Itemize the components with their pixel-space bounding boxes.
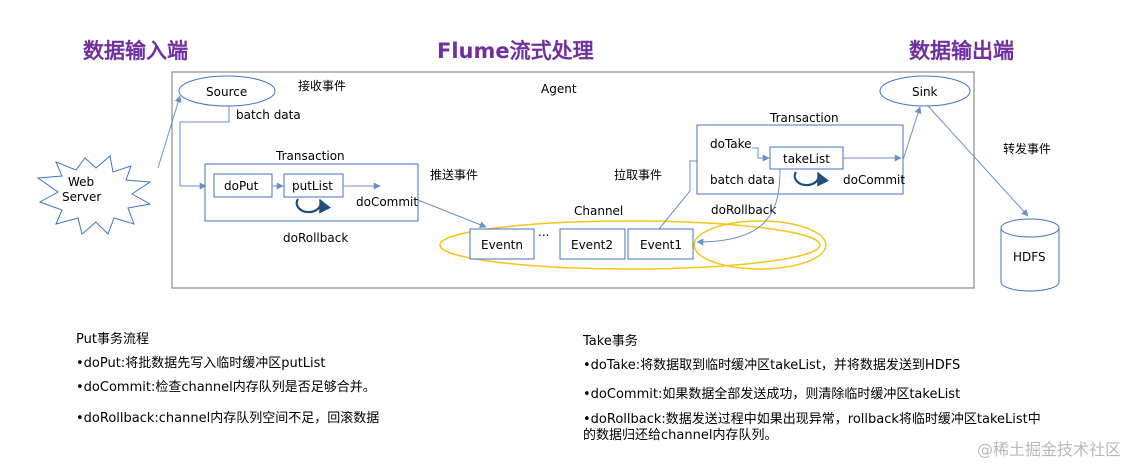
agent-label: Agent bbox=[541, 82, 577, 96]
put-notes-title: Put事务流程 bbox=[76, 332, 149, 347]
putlist-label: putList bbox=[292, 179, 333, 193]
watermark: @稀土掘金技术社区 bbox=[976, 440, 1121, 459]
channel-head-ellipse bbox=[693, 220, 827, 270]
batch-data-label-1: batch data bbox=[236, 108, 301, 122]
push-event-label: 推送事件 bbox=[430, 167, 478, 182]
batch-data-label-2: batch data bbox=[710, 173, 775, 187]
event1-box bbox=[627, 228, 694, 260]
take-notes-dotake: •doTake:将数据取到临时缓冲区takeList，并将数据发送到HDFS bbox=[583, 358, 961, 373]
take-notes-dorollback: •doRollback:数据发送过程中如果出现异常，rollback将临时缓冲区… bbox=[583, 412, 1041, 444]
docommit-label-2: doCommit bbox=[843, 173, 905, 187]
put-notes-docommit: •doCommit:检查channel内存队列是否足够合并。 bbox=[76, 380, 376, 395]
take-transaction-notes: Take事务 •doTake:将数据取到临时缓冲区takeList，并将数据发送… bbox=[583, 334, 1041, 443]
put-notes-dorollback: •doRollback:channel内存队列空间不足，回滚数据 bbox=[76, 411, 380, 426]
receive-event-label: 接收事件 bbox=[298, 78, 346, 93]
docommit-label-1: doCommit bbox=[356, 195, 418, 209]
web-to-source-arrow bbox=[157, 95, 182, 169]
web-server-label-line1: Web bbox=[68, 175, 94, 189]
put-notes-doput: •doPut:将批数据先写入临时缓冲区putList bbox=[76, 356, 326, 371]
dotake-arrow bbox=[752, 147, 770, 162]
source-label: Source bbox=[206, 85, 247, 99]
takelist-label: takeList bbox=[783, 152, 830, 166]
event1-label: Event1 bbox=[640, 238, 682, 252]
event2-label: Event2 bbox=[571, 238, 613, 252]
source-node bbox=[178, 75, 276, 107]
heading-flume: Flume流式处理 bbox=[437, 39, 594, 63]
heading-output: 数据输出端 bbox=[909, 39, 1014, 63]
pull-event-label: 拉取事件 bbox=[614, 167, 662, 182]
take-notes-title: Take事务 bbox=[583, 334, 638, 349]
channel-label: Channel bbox=[574, 204, 623, 218]
take-transaction-label: Transaction bbox=[769, 111, 839, 125]
take-notes-docommit: •doCommit:如果数据全部发送成功，则清除临时缓冲区takeList bbox=[583, 387, 961, 402]
sink-node bbox=[879, 75, 971, 107]
web-server-label-line2: Server bbox=[62, 190, 101, 204]
putlist-cycle-icon bbox=[295, 198, 332, 214]
doput-label: doPut bbox=[224, 179, 259, 193]
rollback-to-channel-arrow bbox=[696, 168, 781, 246]
event2-box bbox=[559, 228, 626, 260]
source-to-doput-arrow bbox=[179, 106, 230, 190]
event-n-label: Eventn bbox=[481, 238, 523, 252]
hdfs-cylinder-icon bbox=[1000, 218, 1060, 292]
push-to-channel-arrow bbox=[417, 199, 487, 228]
agent-box bbox=[171, 71, 975, 289]
takelist-cycle-icon bbox=[793, 171, 830, 187]
put-transaction-notes: Put事务流程 •doPut:将批数据先写入临时缓冲区putList •doCo… bbox=[76, 332, 379, 426]
sink-label: Sink bbox=[912, 85, 938, 99]
heading-input: 数据输入端 bbox=[83, 39, 188, 63]
ellipsis-label: ... bbox=[538, 225, 549, 239]
event-n-box bbox=[469, 228, 535, 260]
transaction-to-sink-arrow bbox=[902, 106, 922, 161]
dorollback-label-2: doRollback bbox=[711, 203, 776, 217]
channel-ellipse bbox=[439, 220, 821, 270]
dotake-label: doTake bbox=[710, 137, 752, 151]
put-transaction-label: Transaction bbox=[275, 149, 345, 163]
hdfs-label: HDFS bbox=[1013, 250, 1046, 264]
sink-to-hdfs-arrow bbox=[927, 105, 1029, 217]
forward-event-label: 转发事件 bbox=[1003, 141, 1051, 156]
web-server-burst bbox=[36, 155, 152, 235]
dorollback-label-1: doRollback bbox=[283, 231, 348, 245]
